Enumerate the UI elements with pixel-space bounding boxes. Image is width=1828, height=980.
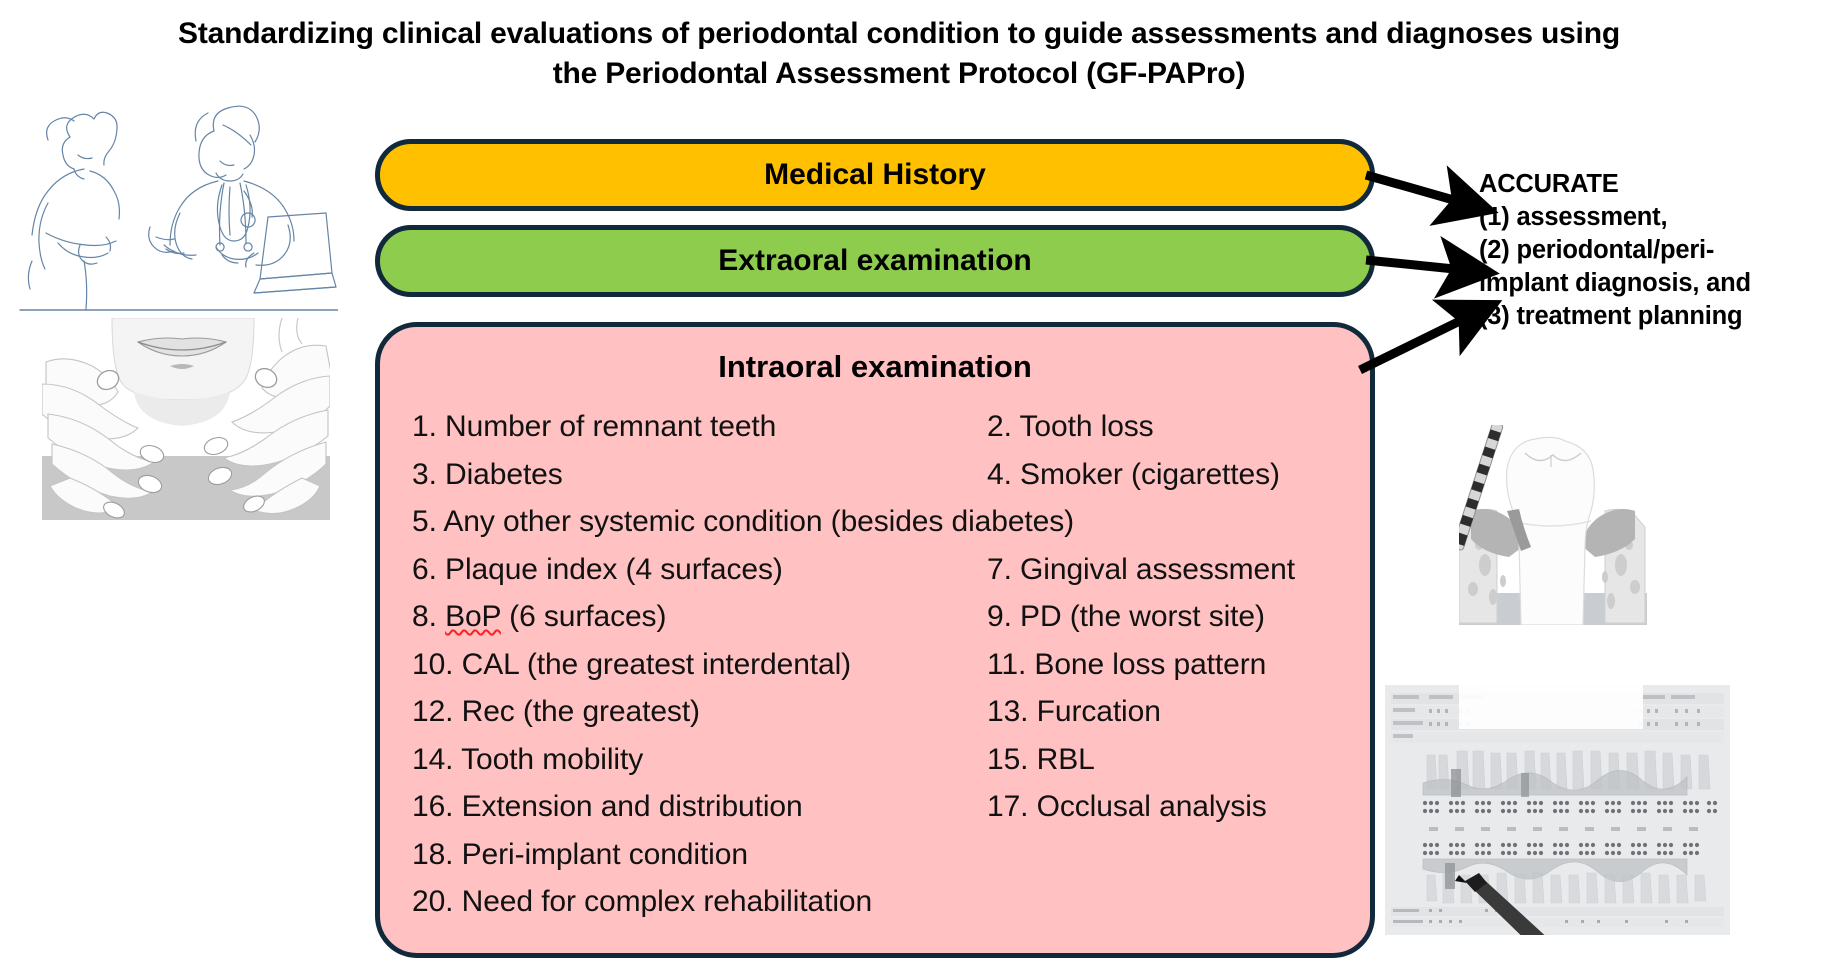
intraoral-item-list: 1. Number of remnant teeth 2. Tooth loss 3… [412,403,1356,926]
spellcheck-marked-word: BoP [445,600,501,633]
pen-icon [1455,873,1545,935]
arrow-intraoral [1358,299,1503,375]
intraoral-item-8: 8. BoP (6 surfaces) [412,600,667,633]
accurate-outcome-block: ACCURATE (1) assessment, (2) periodontal… [1479,168,1824,333]
intraoral-item-2: 2. Tooth loss [987,410,1154,443]
tooth-probe-illustration [1459,425,1647,625]
intraoral-item-17: 17. Occlusal analysis [987,790,1267,823]
intraoral-item-3: 3. Diabetes [412,457,563,491]
flow-arrows [1358,165,1503,375]
neck-palpation-illustration [42,318,330,520]
intraoral-item-6: 6. Plaque index (4 surfaces) [412,552,783,586]
intraoral-item-16: 16. Extension and distribution [412,790,803,823]
intraoral-item-9: 9. PD (the worst site) [987,600,1265,633]
intraoral-item-4: 4. Smoker (cigarettes) [987,457,1280,491]
accurate-line-1: (1) assessment, [1479,203,1668,231]
page-title: Standardizing clinical evaluations of pe… [178,17,1620,90]
intraoral-item-5: 5. Any other systemic condition (besides… [412,505,1075,538]
intraoral-item-10: 10. CAL (the greatest interdental) [412,647,852,681]
accurate-line-3: implant diagnosis, and [1479,269,1751,297]
intraoral-item-13: 13. Furcation [987,695,1161,728]
intraoral-examination-box[interactable]: Intraoral examination 1. Number of remna… [375,322,1375,958]
arrow-medical-history [1364,165,1499,226]
arrow-extraoral [1365,235,1500,299]
intraoral-item-12: 12. Rec (the greatest) [412,695,700,728]
intraoral-item-18: 18. Peri-implant condition [412,837,748,871]
intraoral-item-14: 14. Tooth mobility [412,742,644,776]
intraoral-item-1: 1. Number of remnant teeth [412,410,777,443]
medical-history-box[interactable]: Medical History [375,139,1375,211]
intraoral-label: Intraoral examination [718,349,1032,384]
extraoral-label: Extraoral examination [718,244,1032,277]
intraoral-item-11: 11. Bone loss pattern [987,647,1267,681]
clinician-patient-consultation-illustration [19,105,338,311]
intraoral-item-7: 7. Gingival assessment [987,552,1295,586]
accurate-line-4: (3) treatment planning [1479,302,1743,330]
periodontal-chart-illustration [1385,685,1730,935]
intraoral-item-20: 20. Need for complex rehabilitation [412,885,873,918]
accurate-line-2: (2) periodontal/peri- [1479,236,1715,264]
intraoral-item-15: 15. RBL [987,742,1095,776]
extraoral-examination-box[interactable]: Extraoral examination [375,225,1375,297]
intraoral-item-empty [987,831,1356,879]
medical-history-label: Medical History [764,158,986,191]
accurate-heading: ACCURATE [1479,170,1619,198]
